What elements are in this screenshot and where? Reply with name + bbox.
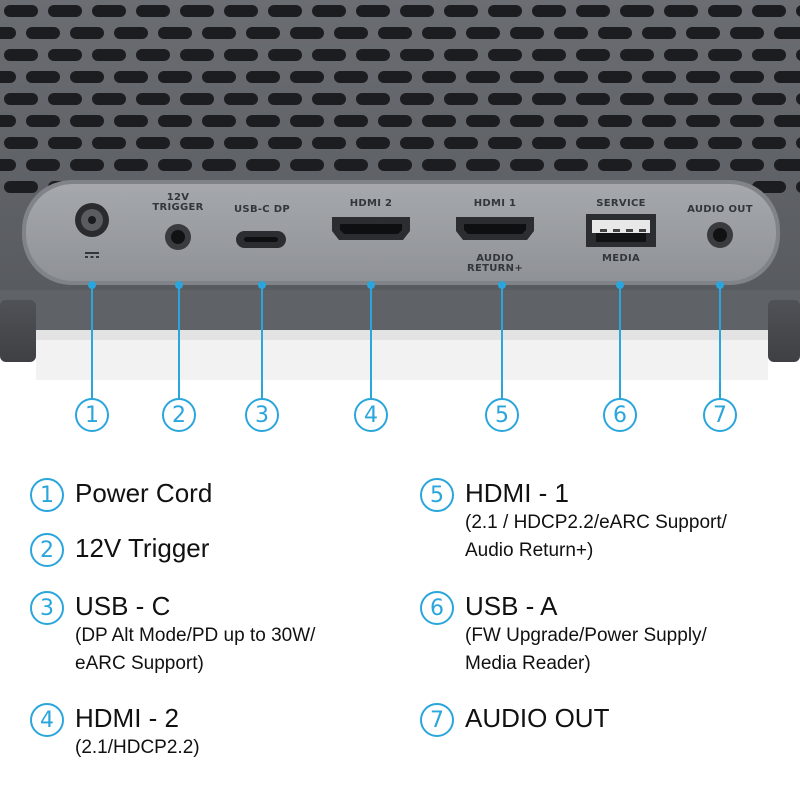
- legend-title-audio-out: AUDIO OUT: [465, 703, 610, 733]
- legend-num-1: 1: [30, 478, 64, 512]
- legend-desc-hdmi-1-line2: Audio Return+): [465, 540, 594, 561]
- legend-desc-usb-a-line2: Media Reader): [465, 653, 591, 674]
- port-label-audio-return: AUDIO RETURN+: [466, 253, 524, 274]
- legend-title-usb-a: USB - A: [465, 591, 558, 621]
- legend-num-2: 2: [30, 533, 64, 567]
- legend-num-3: 3: [30, 591, 64, 625]
- port-label-12v-trigger: 12V TRIGGER: [152, 192, 204, 213]
- port-label-hdmi-2: HDMI 2: [349, 198, 393, 209]
- legend-num-4: 4: [30, 703, 64, 737]
- legend-title-usb-c: USB - C: [75, 591, 171, 621]
- callout-6: 6: [603, 398, 637, 432]
- legend-num-7: 7: [420, 703, 454, 737]
- callout-4: 4: [354, 398, 388, 432]
- callout-3: 3: [245, 398, 279, 432]
- legend-desc-hdmi-2: (2.1/HDCP2.2): [75, 737, 200, 758]
- legend-desc-hdmi-1-line1: (2.1 / HDCP2.2/eARC Support/: [465, 512, 727, 533]
- legend-title-12v-trigger: 12V Trigger: [75, 533, 210, 563]
- legend-desc-usb-c-line2: eARC Support): [75, 653, 204, 674]
- legend-num-5: 5: [420, 478, 454, 512]
- legend-title-power-cord: Power Cord: [75, 478, 213, 508]
- port-label-usb-c-dp: USB-C DP: [234, 204, 290, 215]
- callout-5: 5: [485, 398, 519, 432]
- leader-lines: [91, 380, 721, 400]
- callout-7: 7: [703, 398, 737, 432]
- legend-title-hdmi-2: HDMI - 2: [75, 703, 179, 733]
- port-label-audio-out: AUDIO OUT: [687, 204, 753, 215]
- legend-title-hdmi-1: HDMI - 1: [465, 478, 569, 508]
- legend-desc-usb-c-line1: (DP Alt Mode/PD up to 30W/: [75, 625, 316, 646]
- callout-1: 1: [75, 398, 109, 432]
- projector-rear-panel-photo: [0, 0, 800, 380]
- port-label-hdmi-1: HDMI 1: [473, 198, 517, 209]
- port-label-media: MEDIA: [601, 253, 641, 264]
- callout-2: 2: [162, 398, 196, 432]
- legend-desc-usb-a-line1: (FW Upgrade/Power Supply/: [465, 625, 707, 646]
- legend-num-6: 6: [420, 591, 454, 625]
- port-label-service: SERVICE: [596, 198, 646, 209]
